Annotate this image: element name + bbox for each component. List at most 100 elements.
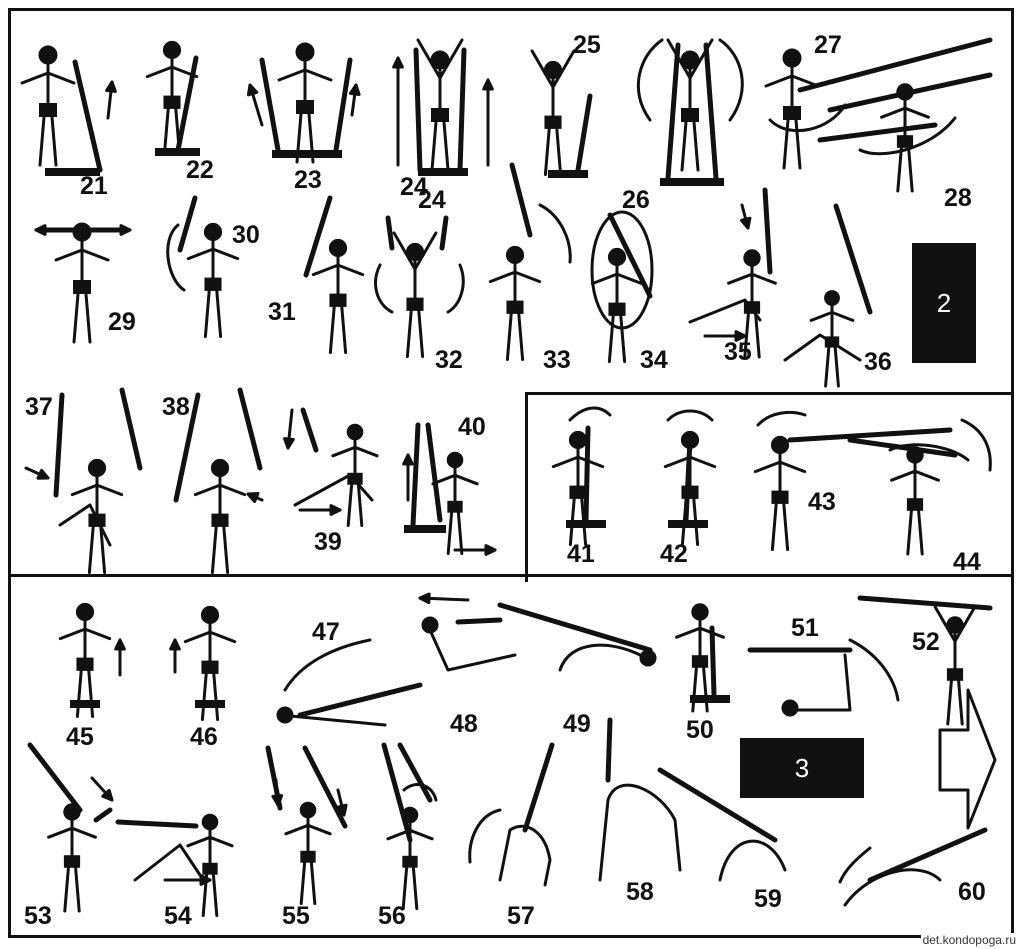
motion-curve [768,103,847,133]
figure-trunks [544,115,562,129]
figure-leg [833,346,840,388]
figure-leg [782,502,790,551]
exercise-number: 36 [864,348,892,376]
arrow-head [348,83,361,97]
exercise-number: 56 [378,902,406,930]
exercise-number: 47 [312,618,340,646]
expander-band [709,625,717,698]
figure-arm [778,460,807,474]
figure-leg [346,483,354,527]
figure-leg [50,115,58,167]
figure-leg [58,503,112,547]
figure-arm [331,445,357,458]
exercise-number: 53 [24,902,52,930]
expander-band [27,742,83,813]
figure-head [210,458,230,478]
arrow-head [169,638,181,651]
figure-leg [299,861,307,905]
exercise-number: 30 [232,221,260,249]
exercise-number: 38 [162,393,190,421]
figure-trunks [771,490,789,504]
figure-arm [551,49,576,89]
floor-board [272,150,342,158]
figure-arm [830,310,855,322]
figure-arm [208,835,234,848]
figure-leg [340,305,348,354]
figure-head [200,605,220,625]
figure-arm [95,483,124,497]
motion-curve [756,411,807,427]
exercise-number: 24 [400,173,428,201]
figure-leg [688,298,762,324]
figure-leg [99,525,107,574]
figure-leg [743,312,750,359]
figure-arm [183,630,212,644]
figure-leg [211,873,219,917]
exercise-number: 24 [418,186,446,214]
figure-head [770,435,790,455]
arrow-head [119,224,132,236]
figure-arm [890,469,917,482]
figure-leg [293,473,374,507]
section-label-3: 3 [794,752,810,783]
expander-band [297,682,423,718]
section-label-2: 2 [936,287,952,318]
exercise-number: 21 [80,172,108,200]
exercise-number: 22 [186,156,214,184]
figure-trunks [73,280,91,294]
figure-arm [675,626,702,639]
figure-arm [218,483,247,497]
figure-body [428,628,517,672]
motion-curve [718,38,744,122]
figure-head [568,430,588,450]
exercise-number: 26 [622,186,650,214]
motion-curve [568,406,612,422]
figure-head [299,801,317,819]
exercise-number: 25 [573,31,601,59]
arrow-head [246,492,260,504]
figure-trunks [447,500,463,513]
arrow-head [484,544,497,556]
figure-trunks [681,108,699,122]
figure-leg [84,292,92,344]
figure-head [346,423,364,441]
figure-head [446,451,464,469]
motion-curve [666,409,714,422]
expander-band [847,437,958,458]
figure-leg [824,346,831,388]
expander-band [509,162,533,238]
expander-band [385,215,395,251]
figure-arm [80,248,110,262]
floor-board [668,520,708,528]
expander-band [410,422,421,528]
exercise-number: 32 [435,346,463,374]
figure-leg [446,511,454,555]
figure-arm [70,826,97,839]
expander-band [817,122,938,143]
figure-leg [87,525,95,574]
expander-band [413,47,423,173]
expander-band [397,742,433,803]
figure-arm [590,272,619,286]
figure-leg [555,127,563,176]
exercise-number: 48 [450,710,478,738]
exercise-number: 42 [660,540,688,568]
expander-band [657,767,778,843]
figure-arm [903,106,930,119]
figure-trunks [211,513,229,527]
expander-band [833,203,873,315]
arrow-head [36,468,50,480]
figure-arm [145,65,174,79]
figure-leg [63,866,70,913]
figure-leg [405,309,413,358]
expander-band [762,187,773,275]
figure-leg [401,866,409,910]
figure-arm [453,473,479,486]
expander-band [522,742,555,833]
figure-trunks [329,293,347,307]
figure-leg [754,312,761,359]
motion-curve [858,116,957,156]
figure-arm [208,630,237,644]
figure-trunks [63,855,81,868]
